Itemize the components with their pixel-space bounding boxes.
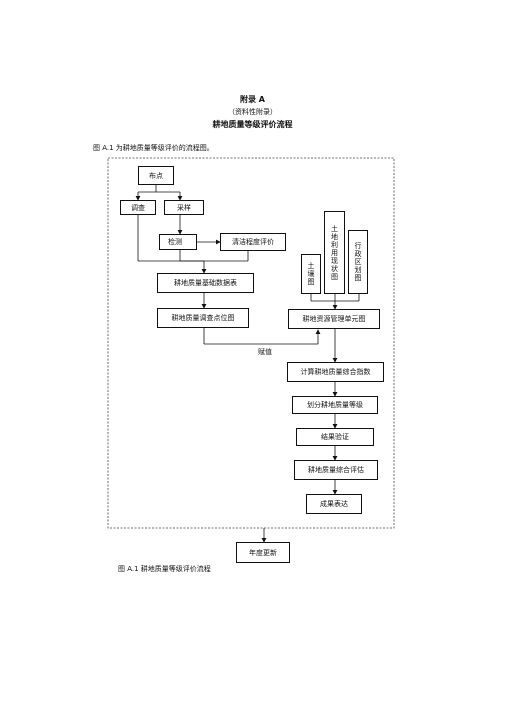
node-turang: 土壤图 xyxy=(301,254,321,294)
node-yanzheng: 结果验证 xyxy=(296,428,374,446)
label-fuzhi: 赋值 xyxy=(258,348,272,356)
appendix-label: 附录 A xyxy=(240,95,265,104)
node-xingzheng: 行政区划图 xyxy=(348,230,368,294)
node-jichu: 耕地质量基础数据表 xyxy=(157,273,254,293)
node-caiyang: 采样 xyxy=(164,200,204,215)
node-tudiliyong: 土地利用现状图 xyxy=(324,211,345,294)
node-danyuan: 耕地资源管理单元图 xyxy=(288,309,380,329)
intro-text: 图 A.1 为耕地质量等级评价的流程图。 xyxy=(93,144,214,152)
section-title: 耕地质量等级评价流程 xyxy=(212,120,293,129)
node-dianwei: 耕地质量调查点位图 xyxy=(157,308,249,328)
node-gengxin: 年度更新 xyxy=(236,542,290,563)
node-jiance: 检测 xyxy=(159,234,197,250)
node-pinggu: 耕地质量综合评估 xyxy=(294,460,378,480)
figure-caption: 图 A.1 耕地质量等级评价流程 xyxy=(118,565,211,573)
node-biaoda: 成果表达 xyxy=(306,494,362,514)
node-zhishu: 计算耕地质量综合指数 xyxy=(287,362,384,382)
node-qingjie: 清洁程度评价 xyxy=(220,233,286,251)
node-diaocha: 调查 xyxy=(120,200,156,215)
node-dengji: 划分耕地质量等级 xyxy=(292,396,378,414)
appendix-type: （资料性附录） xyxy=(228,108,277,116)
node-budian: 布点 xyxy=(138,166,174,185)
